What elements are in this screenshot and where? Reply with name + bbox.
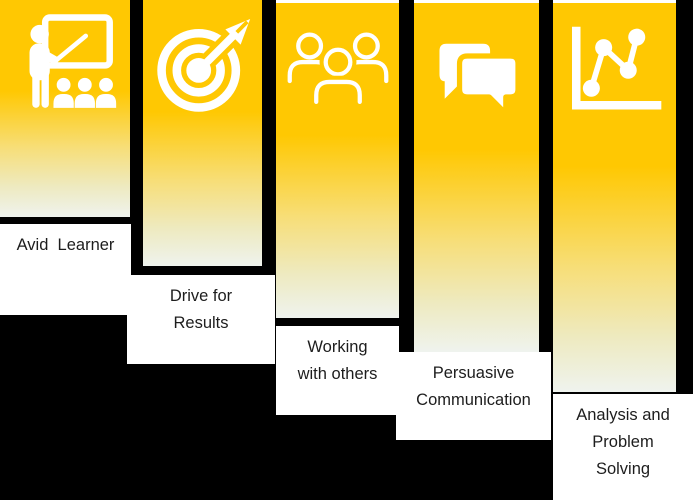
label-line: Analysis and — [576, 406, 670, 424]
label-line: Working — [307, 338, 368, 356]
label-line: Solving — [595, 460, 651, 478]
label-line: Drive for — [169, 287, 233, 305]
label-line: Problem — [592, 433, 654, 451]
skill-bar-working-with-others — [276, 0, 399, 318]
label-line: Persuasive — [432, 364, 515, 382]
skill-bar-persuasive-communication — [414, 0, 539, 352]
skill-label-persuasive-communication: Persuasive Communication — [396, 352, 551, 440]
speech-bubbles-icon — [438, 43, 521, 117]
skill-label-analysis-problem-solving: Analysis and Problem Solving — [553, 394, 693, 500]
label-line: Results — [173, 314, 229, 332]
skill-bar-drive-for-results — [143, 0, 262, 266]
people-group-icon — [287, 32, 388, 104]
trainer-presentation-icon — [29, 14, 117, 108]
target-arrow-icon — [156, 18, 253, 112]
label-line: with others — [297, 365, 378, 383]
line-chart-icon — [571, 26, 661, 110]
skill-bar-avid-learner — [0, 0, 130, 217]
label-line: Avid Learner — [16, 236, 115, 254]
skill-label-avid-learner: Avid Learner — [0, 224, 131, 315]
label-line: Communication — [416, 391, 531, 409]
skill-label-drive-for-results: Drive for Results — [127, 275, 275, 364]
skill-label-working-with-others: Working with others — [276, 326, 399, 415]
skill-bar-analysis-problem-solving — [553, 0, 676, 392]
